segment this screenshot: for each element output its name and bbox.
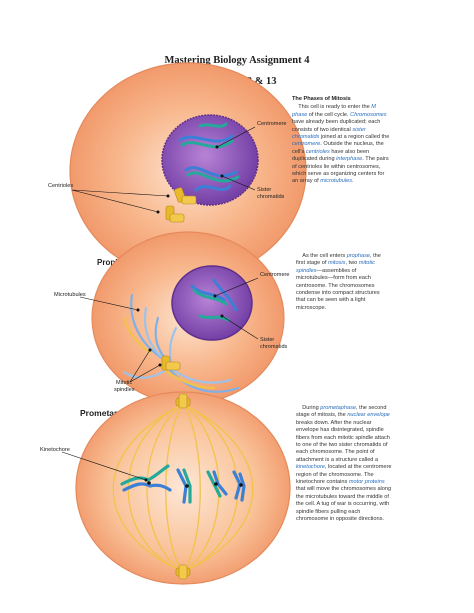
term-centromere[interactable]: centromere [292, 141, 321, 148]
label-sister-chromatids-2: chromatids [260, 344, 288, 350]
term-microtubules[interactable]: microtubules [320, 178, 353, 185]
heading-phases-of-mitosis: The Phases of Mitosis [292, 96, 351, 102]
term-m[interactable]: M [371, 104, 376, 111]
term-sister-chromatids[interactable]: sister chromatids [292, 126, 366, 141]
prophase-cell: Centromere Microtubules Sister chromatid… [54, 231, 290, 405]
term-mitosis[interactable]: mitosis [328, 260, 346, 267]
nucleus [171, 265, 253, 341]
text-segment: breaks down. After the nuclear envelope … [296, 419, 390, 463]
centriole-icon [175, 393, 191, 580]
text-segment: As the cell enters [302, 253, 347, 259]
term-interphase[interactable]: interphase [336, 156, 363, 163]
text-segment: . [352, 178, 354, 185]
term-chromosomes[interactable]: Chromosomes [350, 111, 387, 118]
text-segment: of the cell cycle. [307, 111, 349, 118]
label-sister-chromatids-1: Sister [260, 337, 274, 343]
prometaphase-cell: Kinetochore [40, 391, 291, 585]
label-sister-chromatids-1: Sister [257, 187, 271, 193]
label-microtubules: Microtubules [54, 292, 86, 298]
document-title: Mastering Biology Assignment 4 [164, 55, 310, 66]
text-segment: This cell is ready to enter the [298, 104, 372, 111]
microtubules [122, 293, 240, 393]
term-mitotic-spindles[interactable]: mitotic spindles [296, 260, 375, 274]
label-centrioles: Centrioles [48, 183, 73, 189]
prophase-description: As the cell enters prophase, the first s… [296, 253, 388, 312]
term-phase[interactable]: phase [292, 111, 308, 118]
interphase-text: This cell is ready to enter the M phase … [292, 104, 392, 185]
interphase-description: The Phases of Mitosis This cell is ready… [292, 96, 392, 186]
text-segment: . Outside the nucleus, the cell's [292, 141, 384, 155]
term-nuclear-envelope[interactable]: nuclear envelope [347, 412, 390, 419]
term-motor-proteins[interactable]: motor proteins [348, 479, 385, 486]
text-segment: , the second stage of mitosis, the [296, 405, 387, 419]
prophase-text: As the cell enters prophase, the first s… [296, 253, 388, 312]
text-segment: that will move the chromosomes along the… [296, 486, 392, 523]
text-segment: , two [345, 260, 359, 267]
kinetochore-markers [147, 481, 243, 488]
label-sister-chromatids-2: chromatids [257, 194, 285, 200]
text-segment: joined at a region called the [319, 134, 390, 141]
term-prometaphase[interactable]: prometaphase [320, 405, 357, 411]
label-centromere: Centromere [257, 121, 287, 127]
label-mitotic-spindles-1: Mitotic [116, 380, 132, 386]
text-segment: . The pairs of centrioles lie within cen… [292, 156, 389, 185]
text-segment: , the first stage of [296, 253, 381, 267]
centriole-icon [161, 355, 181, 371]
text-segment: , located at the centromere region of th… [296, 464, 392, 486]
term-prophase[interactable]: prophase [346, 253, 371, 259]
text-segment: have already been duplicated; each consi… [292, 119, 381, 133]
label-centromere: Centromere [260, 272, 290, 278]
label-mitotic-spindles-2: spindles [114, 387, 135, 393]
text-segment: During [302, 405, 321, 411]
spindle-fibers [112, 403, 254, 573]
text-segment: have also been duplicated during [292, 148, 370, 163]
interphase-cell: Centromere Centrioles Sister chromatids [48, 62, 307, 280]
centriole-icon [165, 187, 197, 223]
term-kinetochore[interactable]: kinetochore [296, 464, 325, 471]
text-segment: —assemblies of microtubules—form from ea… [296, 267, 380, 311]
chromosomes [190, 278, 238, 322]
term-centrioles[interactable]: centrioles [305, 148, 330, 155]
prometaphase-description: During prometaphase, the second stage of… [296, 405, 392, 524]
cell-membrane [75, 391, 291, 585]
chromosomes [178, 122, 240, 192]
heading-prometaphase: Prometaphase [80, 408, 139, 418]
label-kinetochore: Kinetochore [40, 447, 70, 453]
prometaphase-text: During prometaphase, the second stage of… [296, 405, 392, 524]
